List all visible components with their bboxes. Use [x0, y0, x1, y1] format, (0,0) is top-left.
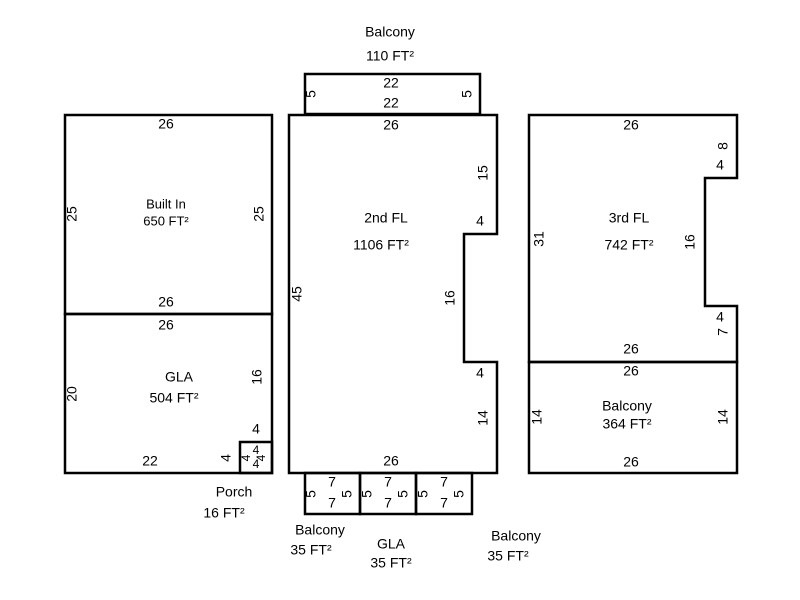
room-name-label: Balcony	[602, 398, 652, 414]
room-name-label: GLA	[377, 536, 406, 552]
dimension-label: 4	[239, 454, 253, 461]
dimension-label: 14	[715, 409, 731, 425]
room-name-label: 2nd FL	[364, 210, 408, 226]
room-name-label: GLA	[165, 369, 194, 385]
dimension-label: 4	[252, 421, 260, 437]
room-name-label: Porch	[216, 484, 253, 500]
dimension-label: 4	[476, 365, 484, 381]
room-porch	[238, 440, 274, 475]
dimension-label: 26	[158, 116, 174, 132]
dimension-label: 5	[451, 490, 467, 498]
area-label: 742 FT²	[604, 237, 653, 253]
dimension-label: 20	[64, 386, 80, 402]
dimension-label: 25	[64, 206, 80, 222]
dimension-label: 26	[623, 117, 639, 133]
dimension-label: 26	[623, 454, 639, 470]
room-gla	[63, 312, 274, 475]
dimension-label: 26	[158, 294, 174, 310]
area-label: 364 FT²	[602, 416, 651, 432]
dimension-label: 4	[476, 213, 484, 229]
dimension-label: 14	[529, 409, 545, 425]
dimension-label: 4	[716, 309, 724, 325]
dimension-label: 5	[415, 490, 431, 498]
dimension-label: 7	[440, 495, 448, 511]
dimension-label: 45	[289, 286, 305, 302]
room-name-label: 3rd FL	[609, 210, 650, 226]
dimension-label: 5	[303, 490, 319, 498]
dimension-label: 16	[682, 234, 698, 250]
dimension-label: 22	[383, 75, 399, 91]
dimension-label: 4	[218, 454, 234, 462]
dimension-label: 26	[623, 363, 639, 379]
room-name-label: Balcony	[295, 522, 345, 538]
dimension-label: 26	[383, 117, 399, 133]
dimension-label: 5	[339, 490, 355, 498]
area-label: 16 FT²	[203, 505, 245, 521]
dimension-label: 7	[440, 474, 448, 490]
area-label: 504 FT²	[149, 390, 198, 406]
dimension-label: 4	[253, 443, 260, 457]
area-label: 35 FT²	[487, 548, 529, 564]
dimension-label: 4	[253, 457, 260, 471]
room-second-floor	[287, 113, 499, 475]
room-bottom-balcony-2	[414, 471, 474, 516]
dimension-label: 4	[716, 157, 724, 173]
dimension-label: 5	[359, 490, 375, 498]
area-label: 1106 FT²	[353, 237, 409, 253]
dimension-label: 26	[158, 317, 174, 333]
dimension-label: 16	[249, 369, 265, 385]
room-name-label: Balcony	[491, 528, 541, 544]
dimension-label: 14	[475, 410, 491, 426]
dimension-label: 15	[475, 165, 491, 181]
dimension-label: 5	[395, 490, 411, 498]
dimension-label: 26	[623, 341, 639, 357]
dimension-label: 16	[442, 290, 458, 306]
dimension-label: 31	[531, 231, 547, 247]
dimension-label: 8	[715, 142, 731, 150]
dimension-label: 22	[383, 95, 399, 111]
dimension-label: 7	[715, 328, 731, 336]
area-label: 35 FT²	[370, 555, 412, 571]
dimension-label: 7	[328, 474, 336, 490]
dimension-label: 7	[328, 495, 336, 511]
room-name-label: Balcony	[365, 24, 415, 40]
dimension-label: 4	[254, 454, 268, 461]
area-label: 110 FT²	[366, 48, 414, 64]
dimension-label: 5	[303, 90, 319, 98]
room-name-label: Built In	[146, 196, 186, 211]
dimension-label: 22	[142, 453, 158, 469]
dimension-label: 26	[383, 453, 399, 469]
dimension-label: 25	[251, 206, 267, 222]
dimension-label: 5	[459, 90, 475, 98]
dimension-label: 7	[384, 495, 392, 511]
dimension-label: 7	[384, 474, 392, 490]
room-side-balcony	[527, 360, 739, 475]
area-label: 35 FT²	[290, 542, 332, 558]
area-label: 650 FT²	[143, 213, 189, 228]
